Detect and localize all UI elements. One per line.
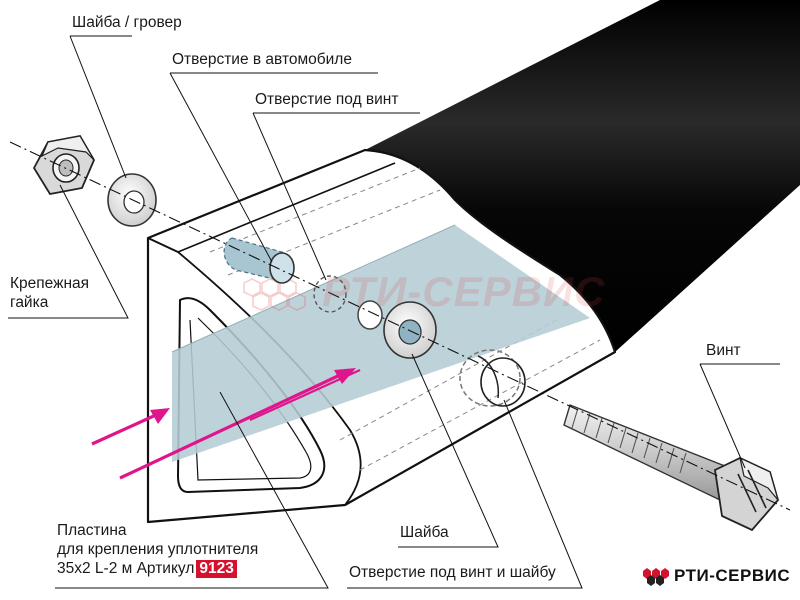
label-plate-line2: для крепления уплотнителя [57,541,259,558]
screw-washer-hole [459,349,521,407]
front-washer [383,301,437,359]
mounting-plate [172,225,590,462]
label-washer: Шайба [400,524,449,541]
screw-hole-dashed [313,275,347,313]
label-nut-line2: гайка [10,294,49,311]
label-nut-line1: Крепежная [10,275,90,292]
plate-hole [357,300,383,330]
black-seal-tube [365,0,800,352]
label-screw-hole: Отверстие под винт [255,91,399,108]
label-screw: Винт [706,342,741,359]
leader-lines [8,35,780,589]
label-nut: Крепежная гайка [10,274,89,312]
hex-nut [32,134,96,195]
brand-name: РТИ-СЕРВИС [674,566,791,585]
watermark-logo [243,278,306,311]
hexagon-cluster-logo-icon [643,568,669,586]
hidden-line-upper [209,167,421,253]
label-plate-article-text: 35x2 L-2 м Артикул [57,560,195,577]
screw-bolt [563,404,779,532]
watermark-text: РТИ-СЕРВИС [322,268,606,315]
label-car-hole: Отверстие в автомобиле [172,51,352,68]
magenta-arrows [91,368,361,480]
assembly-axis [9,141,791,511]
article-number-badge: 9123 [196,560,237,578]
brand-logo: РТИ-СЕРВИС [640,565,790,587]
car-hole-cylinder [223,237,295,284]
label-screw-washer-hole: Отверстие под винт и шайбу [349,564,556,581]
label-plate: Пластина для крепления уплотнителя 35x2 … [57,521,258,578]
label-plate-line1: Пластина [57,522,127,539]
label-washer-grover: Шайба / гровер [72,14,182,31]
